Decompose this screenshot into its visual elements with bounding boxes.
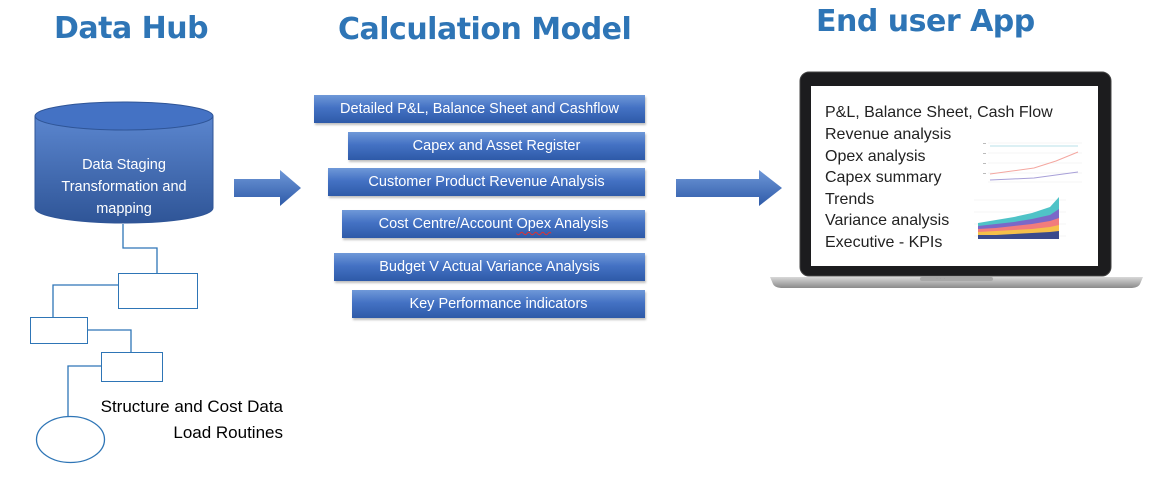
app-item-revenue: Revenue analysis (825, 126, 952, 143)
calc-item-customer-product-revenue: Customer Product Revenue Analysis (328, 168, 645, 196)
right-arrow-icon (234, 170, 301, 206)
end-user-app-heading: End user App (816, 4, 1035, 39)
mini-line-chart (982, 135, 1082, 185)
hierarchy-node-3 (101, 352, 163, 382)
app-item-trends: Trends (825, 191, 875, 208)
calc-item-budget-variance: Budget V Actual Variance Analysis (334, 253, 645, 281)
database-cylinder-icon: Data Staging Transformation and mapping (34, 101, 214, 225)
laptop-brand-mark: · · · (936, 276, 946, 282)
structure-line-2: Load Routines (173, 423, 283, 442)
data-hub-heading: Data Hub (54, 11, 209, 46)
structure-load-routines-label: Structure and Cost Data Load Routines (40, 394, 283, 446)
cylinder-line-3: mapping (96, 201, 152, 217)
calculation-model-heading: Calculation Model (338, 12, 632, 47)
app-item-pl: P&L, Balance Sheet, Cash Flow (825, 104, 1053, 121)
cylinder-line-1: Data Staging (82, 157, 166, 173)
calc-item-kpi: Key Performance indicators (352, 290, 645, 318)
app-item-opex: Opex analysis (825, 148, 926, 165)
laptop-icon (770, 71, 1143, 288)
hierarchy-oval (35, 415, 106, 464)
calc-item-analysis-word: Analysis (551, 216, 609, 232)
app-item-variance: Variance analysis (825, 212, 950, 229)
structure-line-1: Structure and Cost Data (100, 397, 283, 416)
right-arrow-icon (676, 170, 782, 206)
hierarchy-connectors (52, 224, 158, 426)
hierarchy-node-2 (30, 317, 88, 344)
calc-item-cost-centre-opex: Cost Centre/Account Opex Analysis (342, 210, 645, 238)
cylinder-line-2: Transformation and (61, 179, 187, 195)
calc-item-opex-word: Opex (516, 216, 552, 232)
calc-item-capex-asset-register: Capex and Asset Register (348, 132, 645, 160)
mini-area-chart (966, 185, 1066, 243)
calc-item-pl-balance-cashflow: Detailed P&L, Balance Sheet and Cashflow (314, 95, 645, 123)
hierarchy-node-1 (118, 273, 198, 309)
app-item-kpis: Executive - KPIs (825, 234, 943, 251)
app-item-capex: Capex summary (825, 169, 942, 186)
calc-item-cost-centre-text: Cost Centre/Account (378, 216, 517, 232)
